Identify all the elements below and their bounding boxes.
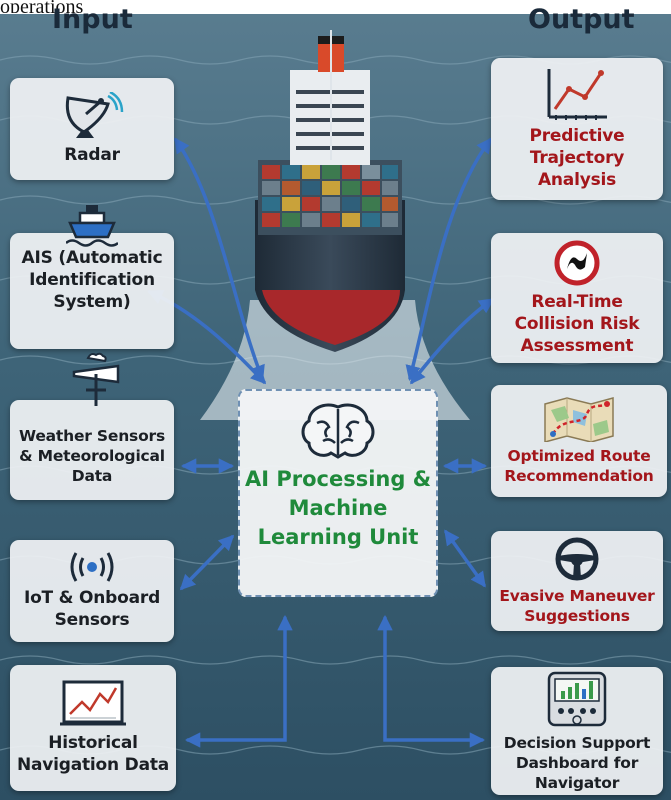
arrow-radar-to-center: [174, 137, 265, 381]
output-label-dashboard: Decision Support Dashboard for Navigator: [503, 734, 651, 792]
input-heading: Input: [52, 4, 133, 35]
input-label-radar: Radar: [64, 145, 120, 165]
output-box-collision: Real-Time Collision Risk Assessment: [491, 233, 663, 363]
output-label-collision: Real-Time Collision Risk Assessment: [514, 292, 640, 356]
line-chart-icon: [60, 680, 126, 726]
center-ai-unit: AI Processing & Machine Learning Unit: [238, 389, 438, 597]
output-label-trajectory: Predictive Trajectory Analysis: [529, 126, 625, 190]
output-label-route: Optimized Route Recommendation: [504, 447, 654, 485]
arrow-iot-to-center: [179, 534, 235, 591]
arrow-center-to-collision: [410, 298, 495, 385]
arrow-center-to-dashboard: [377, 614, 486, 748]
brain-icon: [301, 403, 375, 459]
weather-vane-icon: [72, 352, 120, 406]
ship-icon: [66, 205, 118, 247]
input-box-history: Historical Navigation Data: [10, 665, 176, 791]
input-box-iot: IoT & Onboard Sensors: [10, 540, 174, 642]
output-heading: Output: [528, 4, 635, 35]
output-label-evasive: Evasive Maneuver Suggestions: [499, 587, 655, 625]
arrow-center-to-trajectory: [405, 137, 492, 381]
input-label-history: Historical Navigation Data: [16, 733, 170, 775]
input-box-weather: Weather Sensors & Meteorological Data: [10, 400, 174, 500]
output-box-evasive: Evasive Maneuver Suggestions: [491, 531, 663, 631]
input-box-radar: Radar: [10, 78, 174, 180]
arrow-center-to-evasive: [444, 529, 486, 588]
output-box-trajectory: Predictive Trajectory Analysis: [491, 58, 663, 200]
warning-sign-icon: [554, 240, 600, 286]
trend-chart-icon: [547, 69, 607, 120]
center-label: AI Processing & Machine Learning Unit: [244, 467, 432, 549]
output-box-dashboard: Decision Support Dashboard for Navigator: [491, 667, 663, 795]
arrow-center-to-history: [184, 614, 293, 748]
wireless-signal-icon: [70, 552, 114, 582]
input-box-ais: AIS (Automatic Identification System): [10, 205, 174, 349]
route-map-icon: [544, 397, 614, 442]
input-label-ais: AIS (Automatic Identification System): [21, 248, 163, 312]
cropped-header-text: operations: [0, 0, 84, 13]
output-box-route: Optimized Route Recommendation: [491, 385, 667, 497]
input-label-weather: Weather Sensors & Meteorological Data: [19, 427, 165, 485]
radar-icon: [65, 92, 124, 138]
input-label-iot: IoT & Onboard Sensors: [23, 588, 161, 630]
dashboard-device-icon: [547, 671, 607, 727]
steering-wheel-icon: [555, 537, 599, 581]
